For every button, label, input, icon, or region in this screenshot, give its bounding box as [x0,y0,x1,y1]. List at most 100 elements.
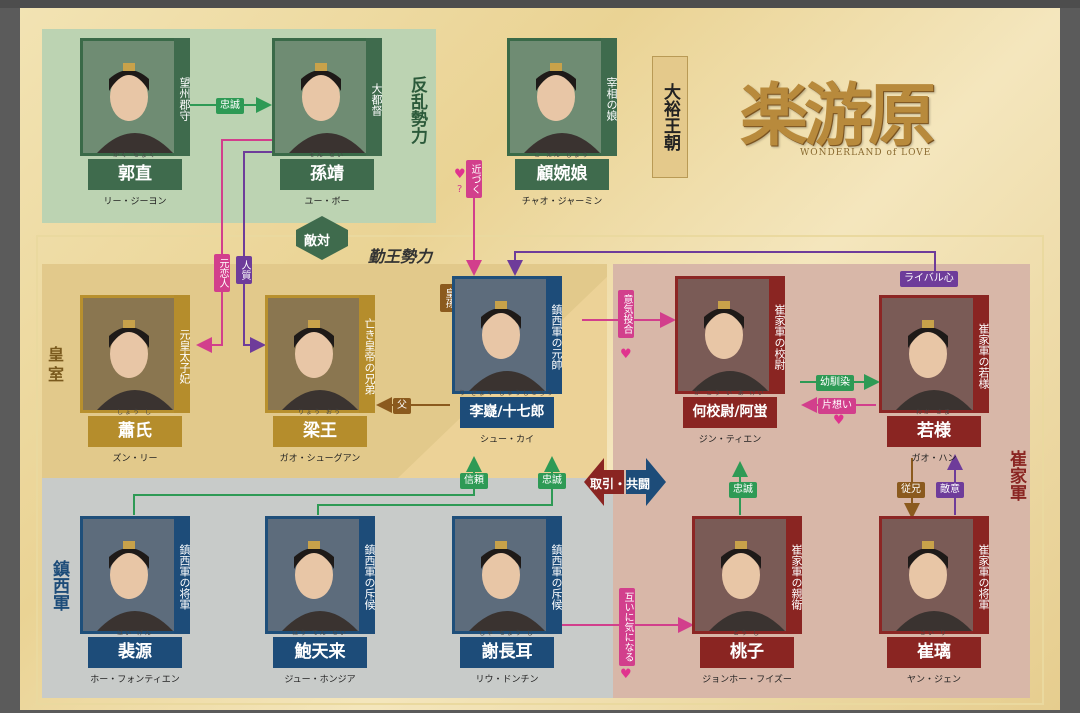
character-name: 何校尉/阿蛍 [683,397,777,428]
actor-name: ジン・ティエン [698,435,762,445]
name-ruby: こ えん じょう [534,152,590,159]
portrait-baotianlai [265,516,375,634]
portrait-liyi [452,276,562,394]
role-label: 望州郡守 [174,38,191,156]
line-rival [507,251,936,278]
portrait-xiechanger [452,516,562,634]
line-loyalty-zhenxi [317,456,560,515]
role-label: 鎮西軍の将軍 [174,516,191,634]
heart-icon: ♥ [620,667,632,682]
portrait-peiyuan [80,516,190,634]
tag-loyalty-taozi: 忠誠 [729,482,757,498]
character-name: 郭直 [88,159,182,190]
line-hostage [243,151,272,353]
actor-name: リウ・ドンチン [475,675,539,685]
loyal-frame [36,235,1044,705]
actor-name: ガオ・ハン [911,454,957,464]
portrait-taozi [692,516,802,634]
tag-former-lover: 元恋人 [214,254,230,292]
name-ruby: かく ちょく [113,152,157,159]
actor-name: ガオ・シューグアン [279,454,361,464]
tag-rival: ライバル心 [900,271,958,287]
portrait-cuili [879,516,989,634]
character-name: 李嶷/十七郎 [460,397,554,428]
character-name: 鮑天来 [273,637,367,668]
tag-approach: 近づく [466,160,482,198]
portrait-ruoyang [879,295,989,413]
actor-name: ホー・フォンティエン [90,675,180,685]
character-name: 崔璃 [887,637,981,668]
portrait-sunjing [272,38,382,156]
tag-loyalty-zhenxi: 忠誠 [538,473,566,489]
dynasty-label: 大裕王朝 [652,56,688,178]
tag-brother: 従兄 [897,482,925,498]
tag-kindred: 意気投合 [618,290,634,338]
faction-zhenxi: 鎮西軍 [49,560,69,611]
character-name: 裴源 [88,637,182,668]
line-trust [133,478,475,515]
portrait-liangwang [265,295,375,413]
heart-icon: ♥ [833,413,845,428]
actor-name: シュー・カイ [479,435,534,445]
name-ruby: り ぎょく じゅうしちろう [459,390,555,397]
tag-mutual: 互いに気になる [619,588,635,666]
faction-cui: 崔家軍 [1006,450,1026,501]
name-ruby: とう し [733,630,761,637]
tag-trust: 信頼 [460,473,488,489]
line-former-lover [196,139,272,353]
faction-loyal: 勤王勢力 [368,247,433,266]
portrait-guozhi [80,38,190,156]
character-name: 梁王 [273,416,367,447]
name-ruby: か こう い あ けい [694,390,766,397]
tag-loyalty-guo-sun: 忠誠 [216,98,244,114]
tag-childhood: 幼馴染 [816,375,854,391]
question-mark: ? [457,184,463,195]
name-ruby: はい げん [117,630,153,637]
character-name: 謝長耳 [460,637,554,668]
name-ruby: しゃ ちょう じ [479,630,535,637]
title-subtitle: WONDERLAND of LOVE [800,148,932,158]
role-label: 崔家軍の校尉 [769,276,786,394]
name-ruby: さい り [920,630,948,637]
name-ruby: りょう おう [298,409,342,416]
character-name: 桃子 [700,637,794,668]
character-name: 孫靖 [280,159,374,190]
actor-name: ズン・リー [112,454,158,464]
tag-enmity: 敵意 [936,482,964,498]
heart-icon: ♥ [620,347,632,362]
actor-name: リー・ジーヨン [103,197,167,207]
title-logo: 楽游原 [740,76,936,156]
tag-unrequited: 片想い [818,398,856,414]
tag-hostage: 人質 [236,256,252,284]
actor-name: チャオ・ジャーミン [521,197,603,207]
hostile-label: 敵対 [304,234,331,249]
actor-name: ヤン・ジェン [906,675,961,685]
name-ruby: そん せい [309,152,345,159]
role-label: 大都督 [366,38,383,156]
faction-rebel: 反乱勢力 [407,76,427,144]
role-label: 鎮西軍の元帥 [546,276,563,394]
role-label: 元皇太子妃 [174,295,191,413]
character-name: 顧婉娘 [515,159,609,190]
portrait-he [675,276,785,394]
character-name: 若様 [887,416,981,447]
role-label: 崔家軍の若様 [973,295,990,413]
role-label: 鎮西軍の斥候 [359,516,376,634]
character-name: 蕭氏 [88,416,182,447]
portrait-xiaoshi [80,295,190,413]
faction-imperial: 皇室 [48,345,65,384]
actor-name: ユー・ボー [304,197,350,207]
actor-name: ジュー・ホンジア [284,675,356,685]
portrait-guwanniang [507,38,617,156]
top-bar [0,0,1080,8]
tag-father: 父 [393,398,411,414]
role-label: 亡き皇帝の兄弟 [359,295,376,413]
role-label: 崔家軍の将軍 [973,516,990,634]
name-ruby: ほう てん らい [292,630,348,637]
name-ruby: わか さま [916,409,952,416]
heart-icon: ♥ [454,167,466,182]
role-label: 崔家軍の親衛 [786,516,803,634]
alliance-label: 取引・共闘 [590,477,651,491]
name-ruby: しょう し [117,409,153,416]
